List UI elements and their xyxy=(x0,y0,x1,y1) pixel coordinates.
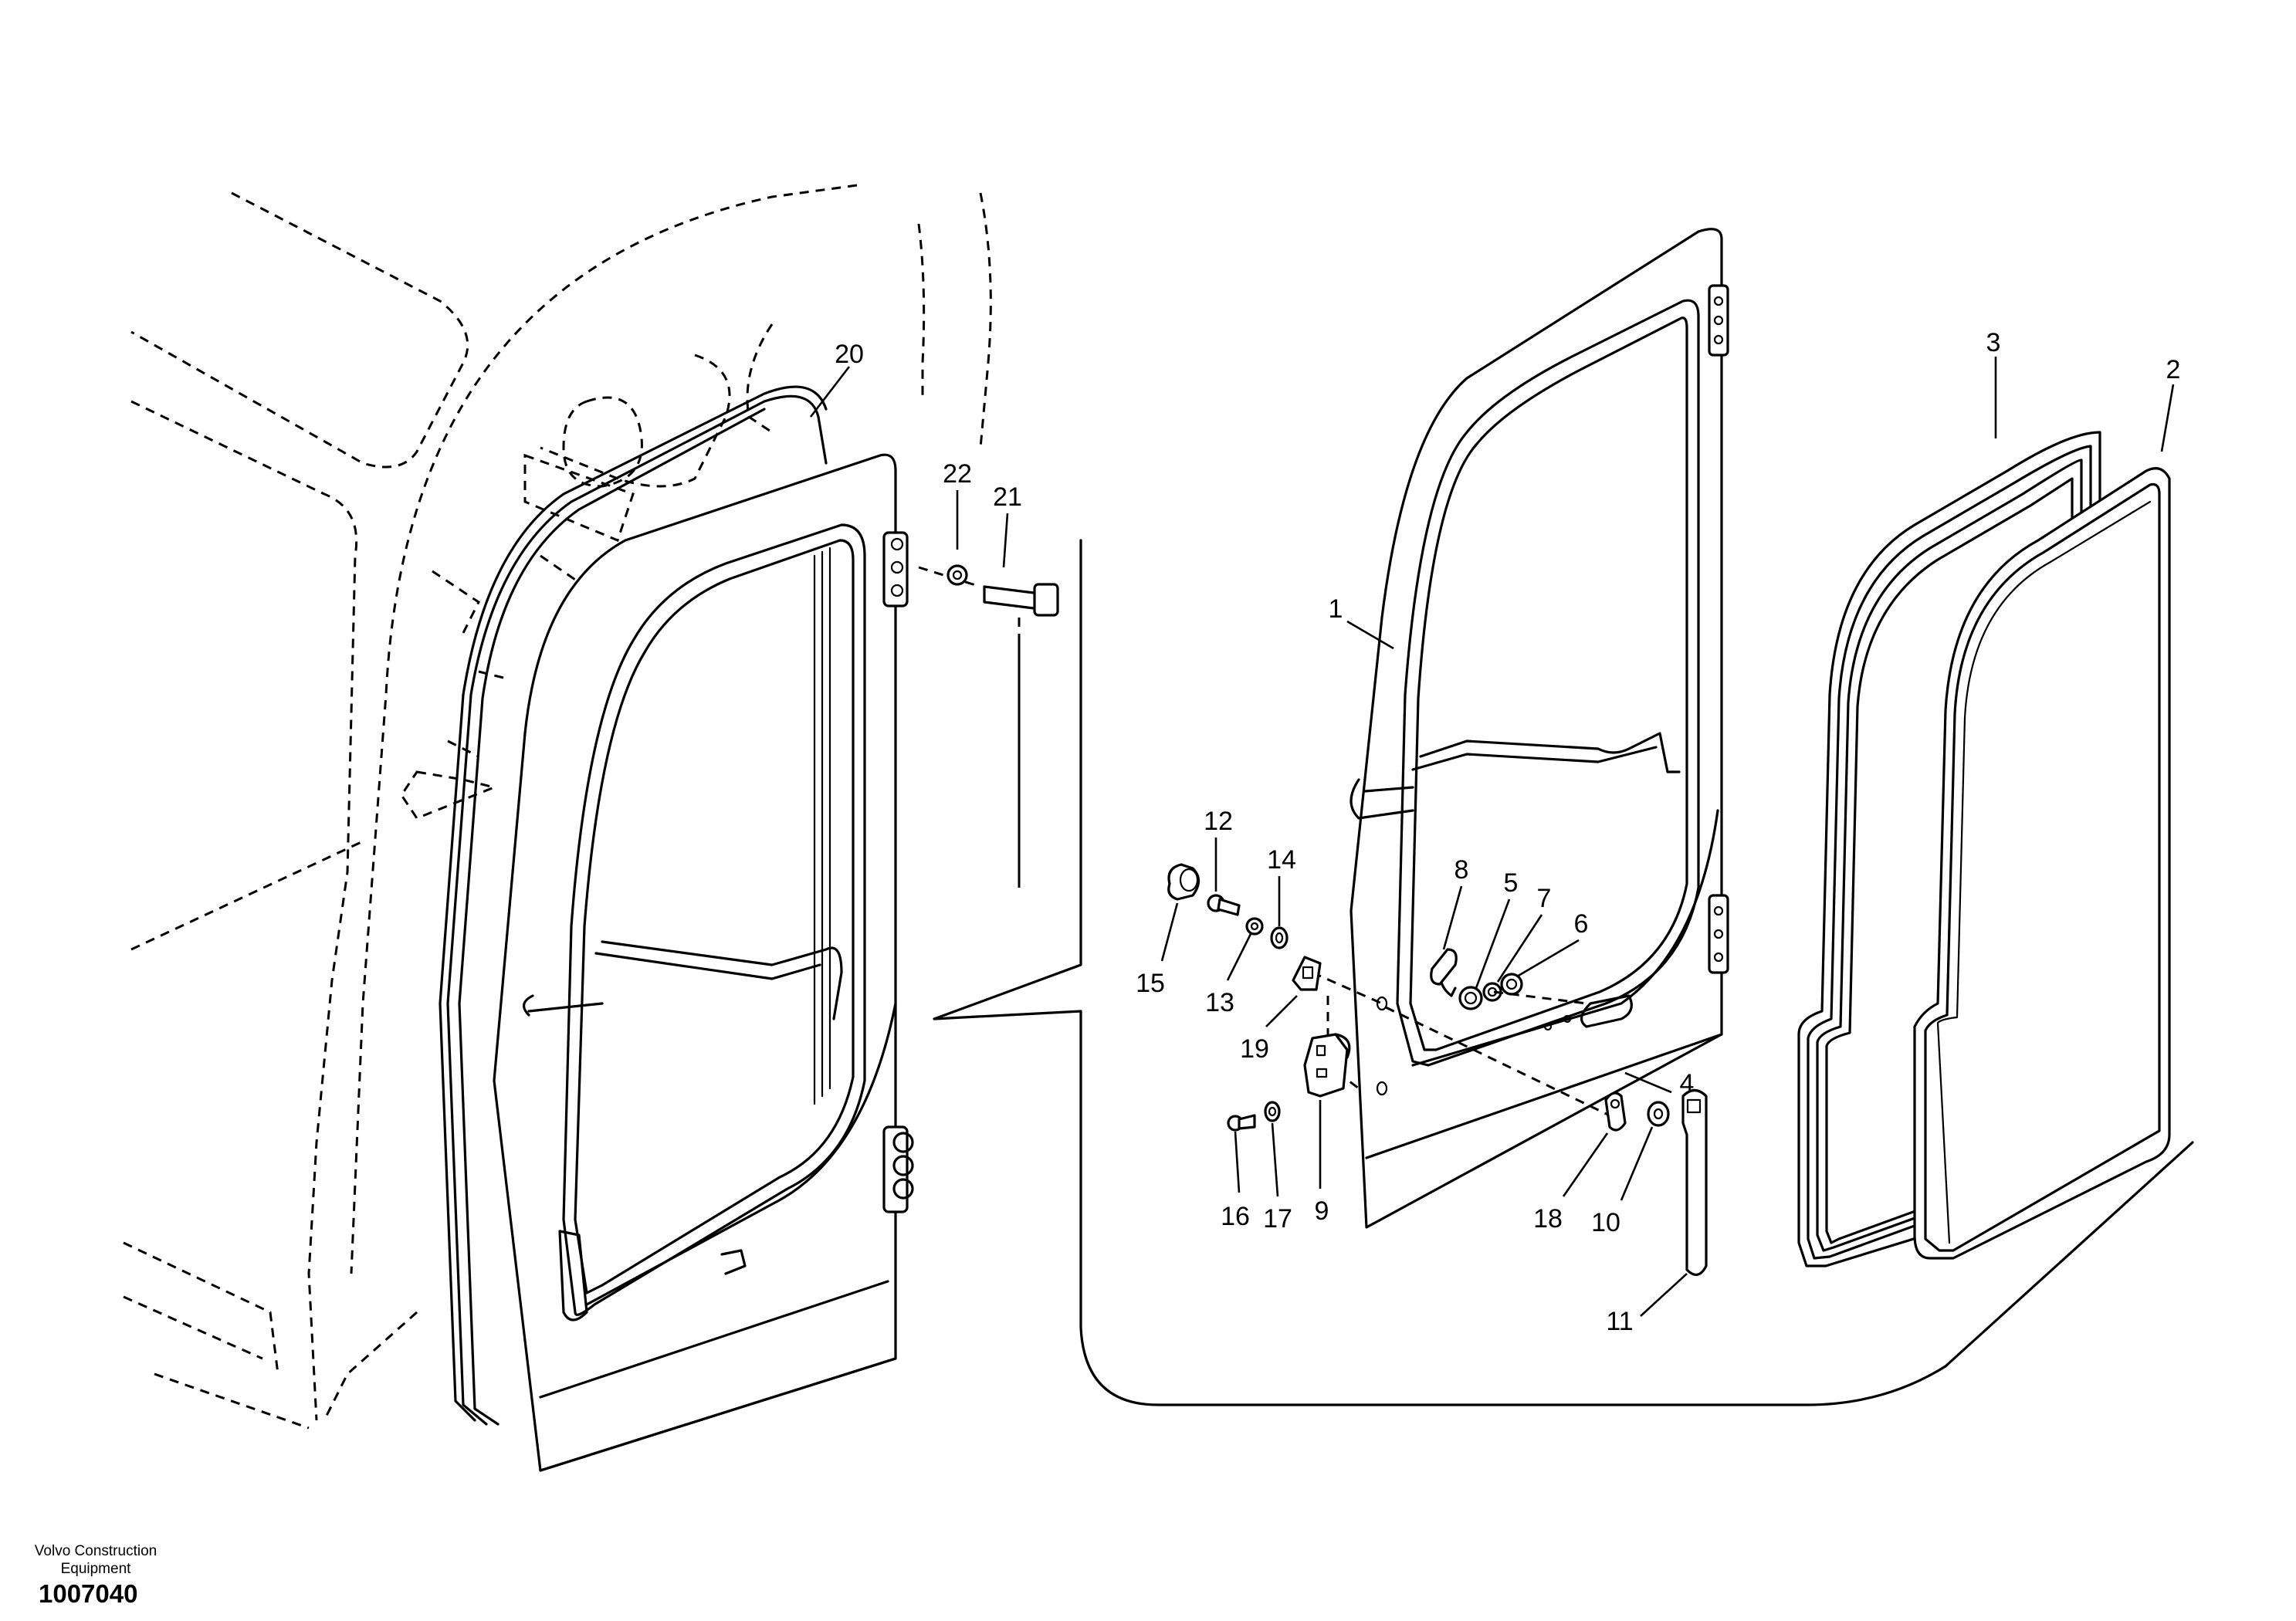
callout-3: 3 xyxy=(1986,328,2001,357)
latch-9-parts-16-17 xyxy=(1227,1033,1351,1132)
callout-13: 13 xyxy=(1205,988,1234,1017)
callout-21: 21 xyxy=(993,482,1022,512)
left-door-panel xyxy=(493,453,914,1472)
callout-5: 5 xyxy=(1504,868,1519,898)
callout-11: 11 xyxy=(1606,1307,1633,1336)
bolt-21-washer-22 xyxy=(918,564,1059,888)
callout-10: 10 xyxy=(1591,1208,1620,1237)
callout-2: 2 xyxy=(2166,355,2181,384)
manufacturer-caption: Volvo Construction Equipment xyxy=(19,1542,173,1578)
callout-4: 4 xyxy=(1680,1069,1695,1098)
callout-9: 9 xyxy=(1315,1196,1329,1226)
callout-bubble-outline xyxy=(933,539,2194,1406)
callout-19: 19 xyxy=(1240,1034,1269,1064)
small-parts-left-group xyxy=(1167,863,1322,991)
reference-number: 1007040 xyxy=(39,1579,138,1608)
left-door-seal xyxy=(439,385,828,1426)
brand-text: Volvo Construction Equipment xyxy=(34,1543,157,1577)
callout-22: 22 xyxy=(943,459,972,489)
callout-16: 16 xyxy=(1221,1202,1250,1231)
leader-lines xyxy=(809,357,2175,1317)
callout-7: 7 xyxy=(1537,884,1552,913)
right-door-panel xyxy=(1349,228,1729,1229)
callout-14: 14 xyxy=(1267,845,1296,875)
lock-parts-8-5-7-6 xyxy=(1430,948,1523,1010)
cab-outline-dashed xyxy=(123,184,1021,1430)
window-glass-2 xyxy=(1913,467,2171,1260)
callout-20: 20 xyxy=(835,340,864,369)
callout-8: 8 xyxy=(1454,855,1469,885)
callout-17: 17 xyxy=(1263,1204,1292,1234)
callout-1: 1 xyxy=(1329,594,1343,624)
callout-15: 15 xyxy=(1136,969,1165,998)
hinge-parts-18-10-11 xyxy=(1604,1088,1708,1276)
callout-6: 6 xyxy=(1574,909,1589,939)
callout-18: 18 xyxy=(1533,1204,1563,1234)
callout-labels: 20 22 21 1 12 14 8 5 7 6 15 13 19 4 16 1… xyxy=(835,328,2180,1336)
callout-12: 12 xyxy=(1204,807,1233,836)
